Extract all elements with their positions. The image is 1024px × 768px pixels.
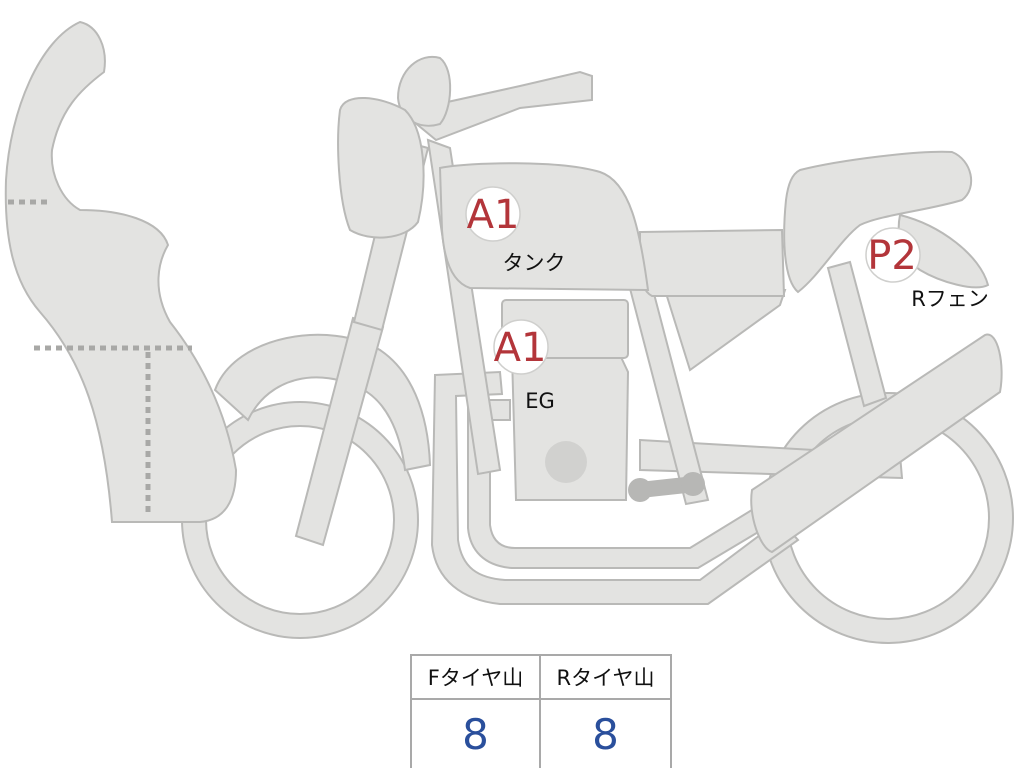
damage-marker-tank: A1 タンク <box>465 186 566 275</box>
frame-rail <box>639 228 786 297</box>
rear-tire-tread-value: 8 <box>592 709 619 759</box>
front-tire-tread-header: Fタイヤ山 <box>412 656 541 700</box>
muffler <box>750 333 1003 554</box>
front-tire-tread-value: 8 <box>412 700 541 768</box>
handlebar <box>399 70 593 142</box>
tire-tread-table: Fタイヤ山 Rタイヤ山 8 8 <box>410 654 672 768</box>
foot-peg-knob-2 <box>681 472 705 496</box>
rear-tire-tread-header: Rタイヤ山 <box>541 656 670 700</box>
front-fender <box>213 333 432 472</box>
damage-marker-rear-fender: P2 Rフェン <box>865 227 989 311</box>
marker-badge <box>493 319 549 375</box>
damage-marker-engine: A1 EG <box>493 319 555 413</box>
seat <box>783 150 972 294</box>
damage-code: A1 <box>467 192 520 238</box>
rear-shock <box>826 260 888 408</box>
exhaust-pipe-inner <box>467 399 772 569</box>
marker-badge <box>865 227 921 283</box>
marker-badge <box>465 186 521 242</box>
part-label: タンク <box>503 251 566 275</box>
side-cover <box>663 289 787 372</box>
engine-cover <box>545 441 587 483</box>
headlight <box>337 97 425 239</box>
front-cowl <box>4 20 238 523</box>
damage-code: P2 <box>867 233 917 279</box>
damage-code: A1 <box>494 325 547 371</box>
part-label: EG <box>525 389 555 413</box>
foot-peg-knob <box>628 478 652 502</box>
part-label: Rフェン <box>911 287 989 311</box>
